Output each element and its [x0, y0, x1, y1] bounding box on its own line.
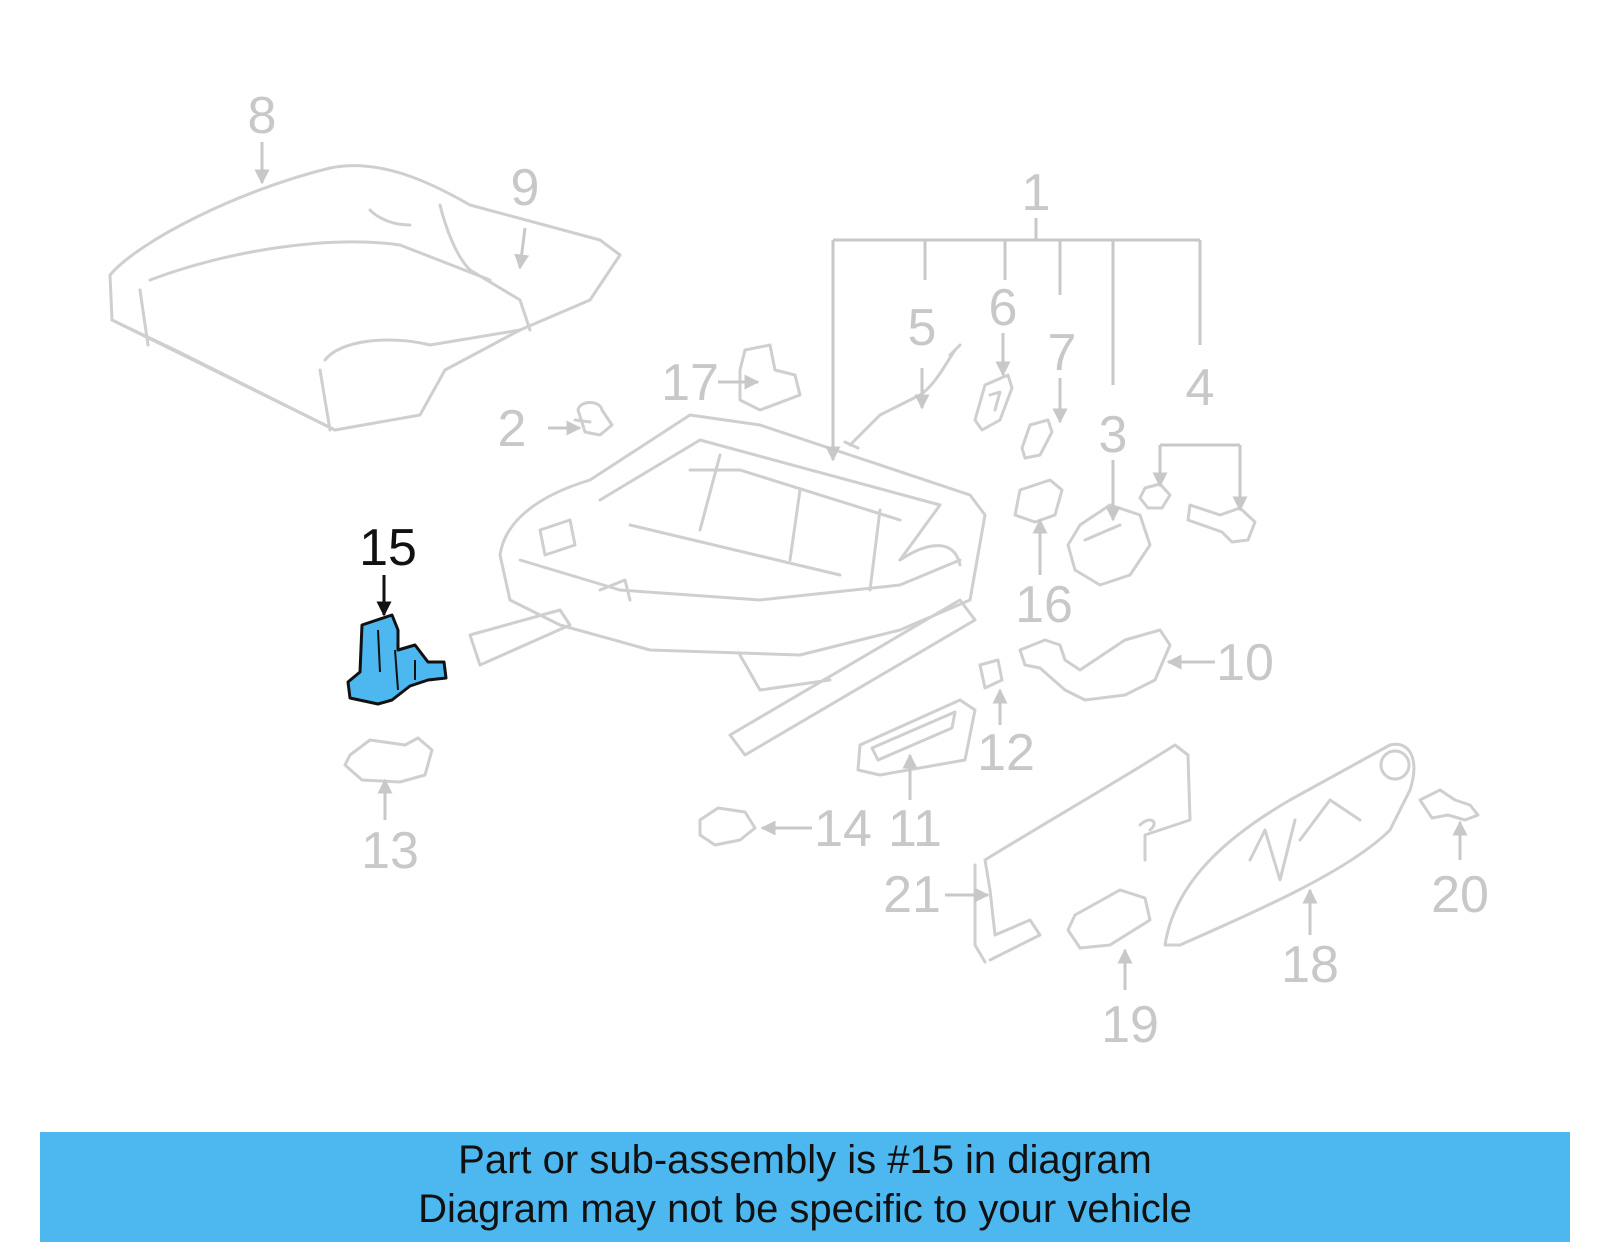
- cable-5-part: [843, 343, 962, 450]
- leader-lines: [254, 142, 1468, 990]
- bracket-16-part: [1013, 478, 1064, 524]
- banner-line-2: Diagram may not be specific to your vehi…: [418, 1187, 1192, 1231]
- motor-3-part: [1066, 503, 1152, 587]
- callout-21: 21: [883, 866, 941, 924]
- callout-11: 11: [888, 800, 942, 858]
- clip-20-part: [1418, 788, 1480, 822]
- callout-14: 14: [814, 800, 872, 858]
- clip-7-part: [1020, 418, 1054, 460]
- callout-20: 20: [1431, 866, 1489, 924]
- info-banner: Part or sub-assembly is #15 in diagram D…: [40, 1132, 1570, 1242]
- nut-bolt-4-part: [1138, 482, 1257, 544]
- clip-12-part: [978, 658, 1004, 690]
- cover-14-part: [698, 806, 757, 847]
- callout-3: 3: [1099, 406, 1128, 464]
- seat-cushion-part: [108, 164, 622, 432]
- callout-1: 1: [1022, 164, 1051, 222]
- callout-8: 8: [248, 87, 277, 145]
- highlighted-part-15: [346, 613, 448, 706]
- callout-6: 6: [989, 279, 1018, 337]
- bolt-2-part: [573, 401, 614, 437]
- callout-18: 18: [1281, 936, 1339, 994]
- trim-11-part: [856, 698, 977, 777]
- clip-17-part: [738, 343, 802, 412]
- callout-17: 17: [661, 354, 719, 412]
- bracket-10-part: [1018, 628, 1172, 702]
- callout-12: 12: [977, 724, 1035, 782]
- callout-10: 10: [1216, 634, 1274, 692]
- callout-7: 7: [1048, 324, 1077, 382]
- callout-2: 2: [498, 400, 527, 458]
- callout-4: 4: [1186, 359, 1215, 417]
- cover-6-part: [973, 373, 1014, 432]
- callout-5: 5: [908, 299, 937, 357]
- callout-16: 16: [1015, 576, 1073, 634]
- banner-line-1: Part or sub-assembly is #15 in diagram: [458, 1138, 1152, 1182]
- callout-19: 19: [1101, 996, 1159, 1054]
- cover-13-part: [343, 736, 434, 784]
- seat-frame-part: [468, 413, 987, 757]
- side-shield-18-part: [1163, 742, 1416, 947]
- callout-13: 13: [361, 822, 419, 880]
- clip-19-part: [1066, 888, 1152, 950]
- callout-15: 15: [359, 519, 417, 577]
- callout-labels: 8 9 1 5 6 7 3 4 17 2 15 16 10 12 11 14 1…: [248, 87, 1489, 1054]
- callout-9: 9: [511, 159, 540, 217]
